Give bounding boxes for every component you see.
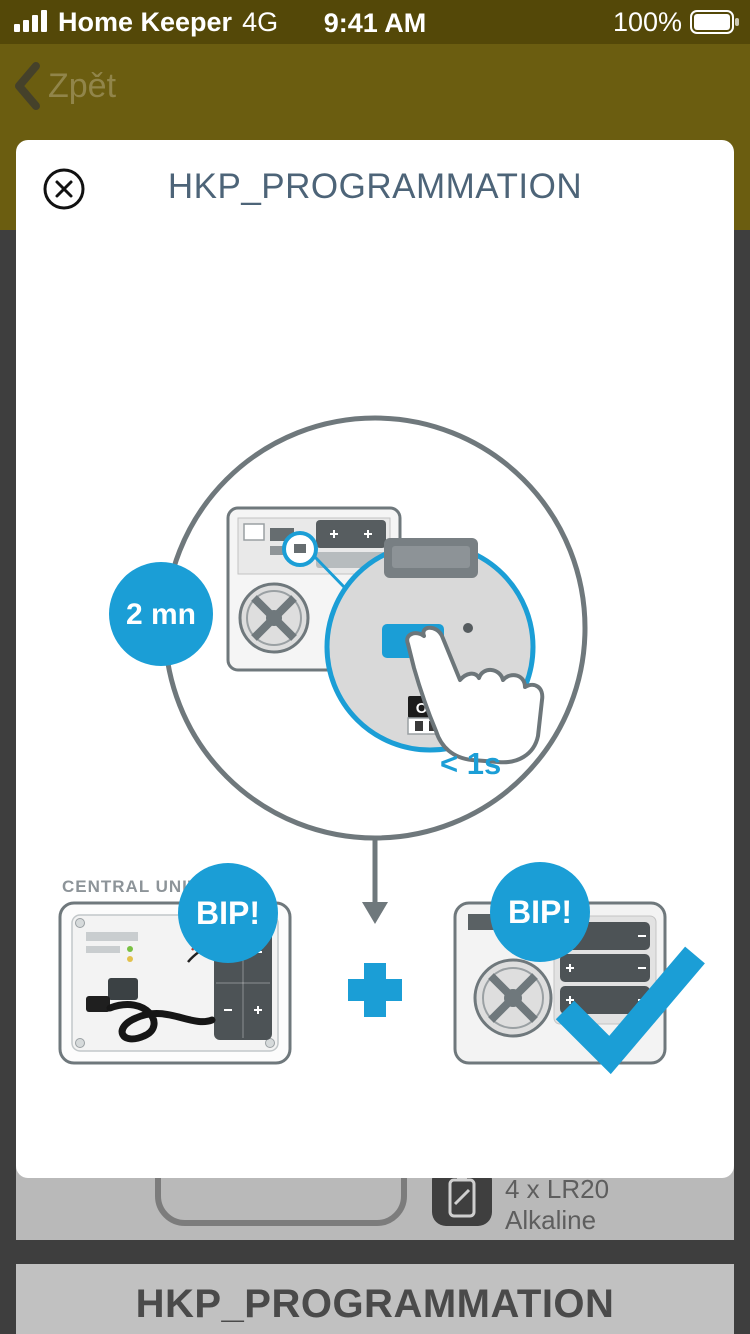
battery-spec-line2: Alkaline (505, 1205, 597, 1235)
clock-label: 9:41 AM (323, 8, 427, 38)
pointing-hand-icon (405, 625, 545, 765)
battery-icon (690, 10, 739, 34)
back-button-label: Zpět (48, 66, 117, 105)
background-section-title: HKP_PROGRAMMATION (135, 1282, 615, 1326)
carrier-label: Home Keeper (58, 6, 233, 37)
press-duration-label: < 1s (440, 746, 501, 781)
battery-spec-text: 4 x LR20 Alkaline (505, 1174, 609, 1236)
magnified-button-view: ON < 1s (324, 538, 545, 781)
beep-badge-left: BIP! (178, 863, 278, 963)
network-label: 4G (242, 6, 279, 37)
beep-left-label: BIP! (196, 895, 260, 931)
checkmark-icon (555, 946, 705, 1075)
chevron-left-icon (15, 62, 40, 110)
status-bar: Home Keeper 4G 9:41 AM 100% (0, 0, 750, 44)
battery-spec-line1: 4 x LR20 (505, 1174, 610, 1204)
close-circle-icon (43, 168, 85, 210)
instruction-modal: HKP_PROGRAMMATION (16, 140, 734, 1178)
siren-back-illustration (226, 506, 402, 672)
plus-icon (348, 963, 402, 1017)
beep-badge-right: BIP! (490, 862, 590, 962)
close-button[interactable] (42, 167, 86, 211)
duration-badge-label: 2 mn (126, 598, 196, 631)
modal-title: HKP_PROGRAMMATION (167, 167, 583, 206)
central-unit-label: CENTRAL UNIT (62, 877, 199, 896)
duration-badge: 2 mn (109, 562, 213, 666)
battery-percent-label: 100% (612, 6, 682, 37)
instruction-diagram: ON < 1s 2 mn CENTRAL UNIT (58, 415, 705, 1075)
signal-bars-icon (14, 10, 47, 32)
beep-right-label: BIP! (508, 894, 572, 930)
background-section: HKP_PROGRAMMATION (16, 1264, 734, 1334)
back-button[interactable]: Zpět (12, 60, 116, 112)
speaker-icon (473, 958, 553, 1038)
speaker-icon (238, 582, 310, 654)
arrow-down-icon (362, 840, 388, 924)
